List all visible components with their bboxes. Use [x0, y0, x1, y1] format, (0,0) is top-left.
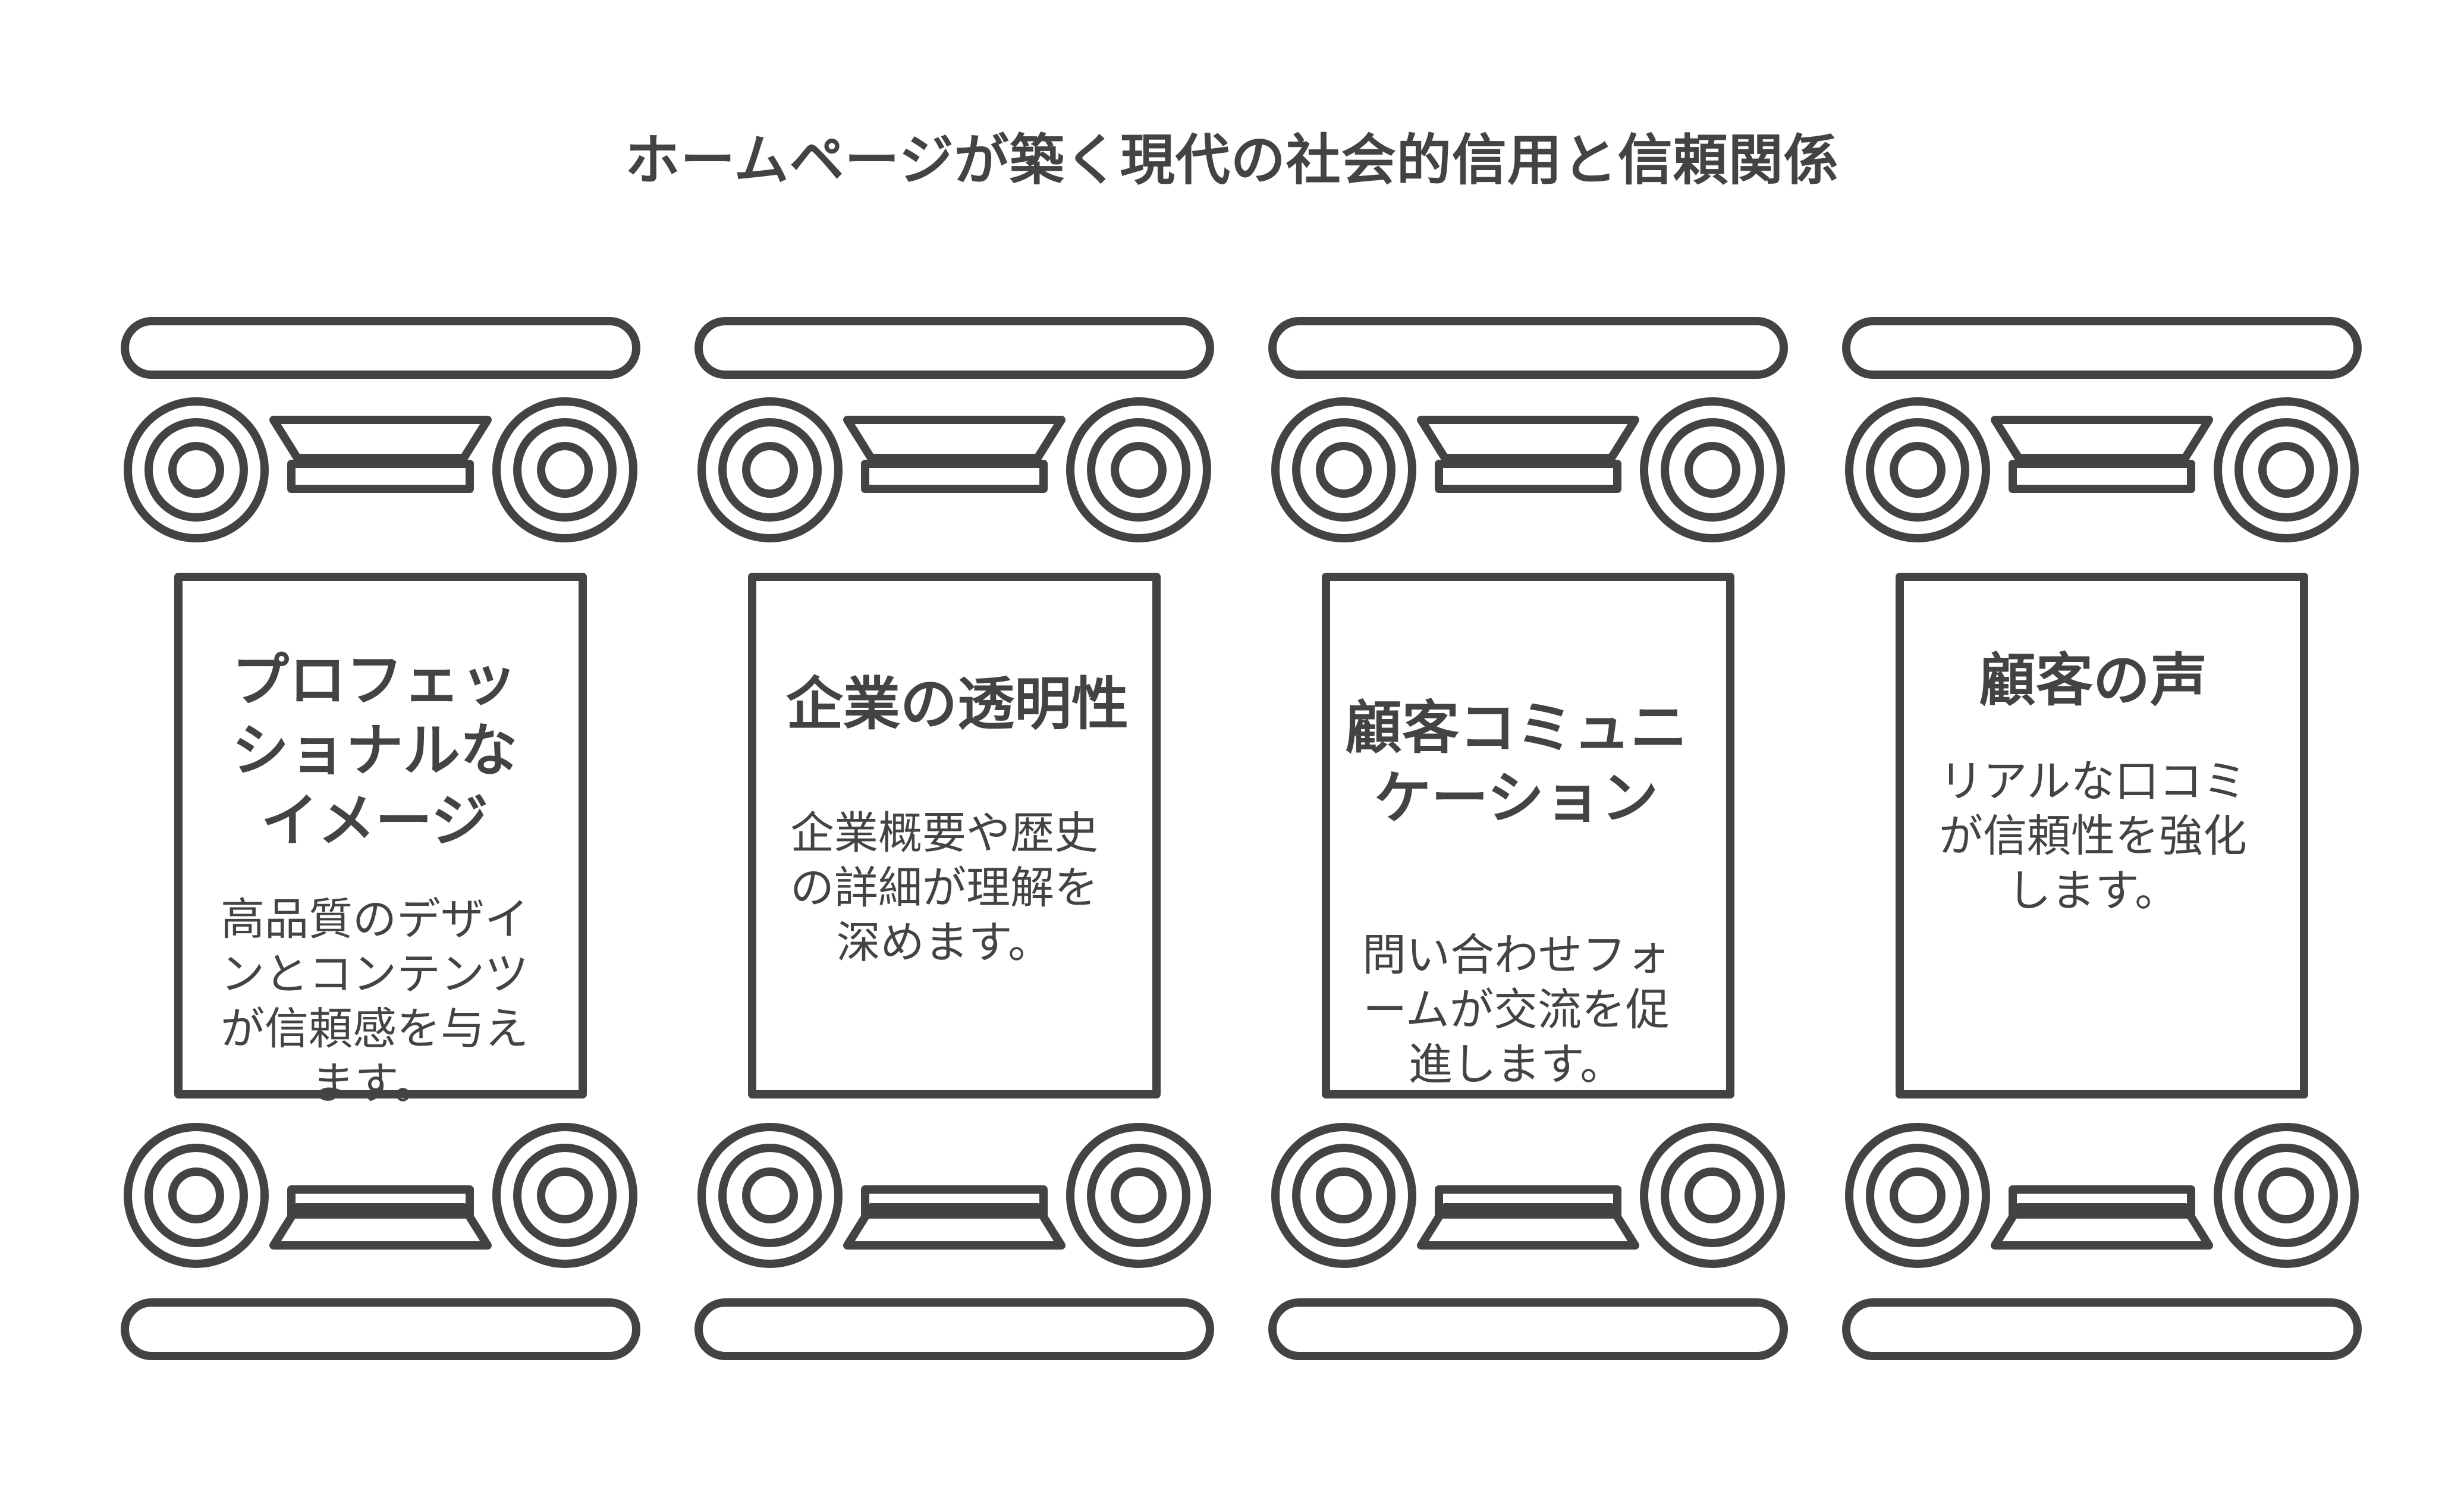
- pillar-2-top-capital-volute-2-ring-2: [1087, 418, 1190, 522]
- pillar-3-bottom-capital-volute-1-ring-1: [1271, 1123, 1416, 1268]
- pillar-4-top-slab: [1842, 317, 2362, 379]
- pillar-3-top-capital-volute-1-ring-3: [1316, 442, 1372, 498]
- pillar-4: [1842, 317, 2362, 1360]
- pillar-1-bottom-slab: [121, 1298, 640, 1360]
- pillar-2-heading: 企業の透明性: [786, 671, 1129, 737]
- pillar-1-bottom-capital-volute-2-ring-1: [492, 1123, 637, 1268]
- pillar-3-top-slab: [1268, 317, 1788, 379]
- pillar-2-bottom-capital-volute-1-ring-2: [718, 1144, 822, 1247]
- pillar-1-top-slab: [121, 317, 640, 379]
- pillar-1-shaft: [174, 573, 587, 1098]
- pillar-3-bottom-capital-volute-2-ring-2: [1661, 1144, 1764, 1247]
- pillar-3-bottom-capital-volute-2-ring-3: [1684, 1167, 1740, 1223]
- pillar-2-top-slab: [694, 317, 1214, 379]
- pillar-1-top-capital-volute-1-ring-3: [168, 442, 224, 498]
- pillar-2-top-capital-echinus: [843, 416, 1066, 462]
- pillar-2-bottom-slab: [694, 1298, 1214, 1360]
- pillar-2-top-capital-volute-1-ring-3: [742, 442, 798, 498]
- pillar-2-shaft: [748, 573, 1161, 1098]
- pillar-4-bottom-capital-echinus: [1991, 1203, 2213, 1250]
- pillar-4-top-capital-volute-2-ring-1: [2214, 397, 2359, 542]
- pillar-3-top-capital-echinus: [1417, 416, 1639, 462]
- pillar-3-bottom-capital-bar: [1435, 1185, 1621, 1219]
- pillar-2-top-capital-volute-2-ring-3: [1111, 442, 1167, 498]
- pillar-1-bottom-capital-volute-2-ring-2: [513, 1144, 617, 1247]
- pillar-4-bottom-capital-bar: [2009, 1185, 2195, 1219]
- pillar-4-shaft: [1896, 573, 2308, 1098]
- pillar-2-top-capital-volute-1-ring-1: [697, 397, 843, 542]
- pillar-2-top-capital-bar: [861, 460, 1048, 493]
- pillar-1-top-capital-volute-2-ring-2: [513, 418, 617, 522]
- pillar-1-bottom-capital-volute-1-ring-1: [124, 1123, 269, 1268]
- pillar-3-top-capital-volute-2-ring-3: [1684, 442, 1740, 498]
- pillar-4-heading: 顧客の声: [1979, 647, 2207, 714]
- pillar-4-top-capital-bar: [2009, 460, 2195, 493]
- pillar-3-top-capital-bar: [1435, 460, 1621, 493]
- pillar-4-bottom-capital-volute-2-ring-3: [2258, 1167, 2314, 1223]
- pillar-4-bottom-slab: [1842, 1298, 2362, 1360]
- diagram-title: ホームページが築く現代の社会的信用と信頼関係: [625, 128, 1839, 192]
- pillar-4-top-capital-volute-2-ring-3: [2258, 442, 2314, 498]
- pillar-1-bottom-capital-volute-2-ring-3: [537, 1167, 593, 1223]
- pillar-2-description: 企業概要や歴史の詳細が理解を深めます。: [790, 808, 1098, 968]
- pillar-1-top-capital-volute-1-ring-2: [144, 418, 248, 522]
- pillar-3-bottom-capital-volute-2-ring-1: [1640, 1123, 1785, 1268]
- pillar-1-bottom-capital-echinus: [269, 1203, 492, 1250]
- pillar-2-bottom-capital-volute-1-ring-3: [742, 1167, 798, 1223]
- pillar-4-top-capital-volute-1-ring-3: [1890, 442, 1946, 498]
- pillar-3: [1268, 317, 1788, 1360]
- pillar-4-bottom-capital-volute-2-ring-2: [2234, 1144, 2338, 1247]
- pillar-3-bottom-slab: [1268, 1298, 1788, 1360]
- pillar-3-description: 問い合わせフォームが交流を促進します。: [1362, 930, 1670, 1090]
- pillar-3-top-capital-volute-2-ring-2: [1661, 418, 1764, 522]
- pillar-2-top-capital-volute-2-ring-1: [1066, 397, 1211, 542]
- pillar-1: [121, 317, 640, 1360]
- pillar-3-top-capital-volute-1-ring-2: [1292, 418, 1396, 522]
- pillar-1-bottom-capital-volute-1-ring-2: [144, 1144, 248, 1247]
- pillar-1-heading: プロフェッショナルなイメージ: [232, 647, 517, 854]
- pillar-4-bottom-capital-volute-1-ring-1: [1845, 1123, 1990, 1268]
- pillar-4-top-capital-echinus: [1991, 416, 2213, 462]
- pillar-2-bottom-capital-volute-1-ring-1: [697, 1123, 843, 1268]
- pillar-4-top-capital-volute-1-ring-1: [1845, 397, 1990, 542]
- pillar-3-bottom-capital-echinus: [1417, 1203, 1639, 1250]
- pillar-2-bottom-capital-echinus: [843, 1203, 1066, 1250]
- pillar-4-bottom-capital-volute-1-ring-2: [1866, 1144, 1969, 1247]
- pillar-3-top-capital-volute-2-ring-1: [1640, 397, 1785, 542]
- pillar-2-bottom-capital-volute-2-ring-2: [1087, 1144, 1190, 1247]
- pillar-2-bottom-capital-bar: [861, 1185, 1048, 1219]
- pillar-1-top-capital-echinus: [269, 416, 492, 462]
- pillar-4-top-capital-volute-2-ring-2: [2234, 418, 2338, 522]
- pillar-3-top-capital-volute-1-ring-1: [1271, 397, 1416, 542]
- pillar-4-top-capital-volute-1-ring-2: [1866, 418, 1969, 522]
- pillar-2: [694, 317, 1214, 1360]
- pillar-1-bottom-capital-volute-1-ring-3: [168, 1167, 224, 1223]
- pillar-2-bottom-capital-volute-2-ring-3: [1111, 1167, 1167, 1223]
- pillar-1-top-capital-volute-2-ring-1: [492, 397, 637, 542]
- pillar-2-top-capital-volute-1-ring-2: [718, 418, 822, 522]
- pillar-1-top-capital-volute-1-ring-1: [124, 397, 269, 542]
- pillar-4-bottom-capital-volute-1-ring-3: [1890, 1167, 1946, 1223]
- pillar-3-bottom-capital-volute-1-ring-3: [1316, 1167, 1372, 1223]
- pillar-1-top-capital-bar: [287, 460, 474, 493]
- pillar-4-bottom-capital-volute-2-ring-1: [2214, 1123, 2359, 1268]
- pillar-1-bottom-capital-bar: [287, 1185, 474, 1219]
- pillar-1-description: 高品質のデザインとコンテンツが信頼感を与えます。: [221, 894, 529, 1109]
- pillar-3-shaft: [1322, 573, 1734, 1098]
- pillar-3-heading: 顧客コミュニケーション: [1345, 695, 1687, 831]
- pillar-1-top-capital-volute-2-ring-3: [537, 442, 593, 498]
- pillar-3-bottom-capital-volute-1-ring-2: [1292, 1144, 1396, 1247]
- pillar-4-description: リアルな口コミが信頼性を強化します。: [1939, 756, 2247, 917]
- pillar-2-bottom-capital-volute-2-ring-1: [1066, 1123, 1211, 1268]
